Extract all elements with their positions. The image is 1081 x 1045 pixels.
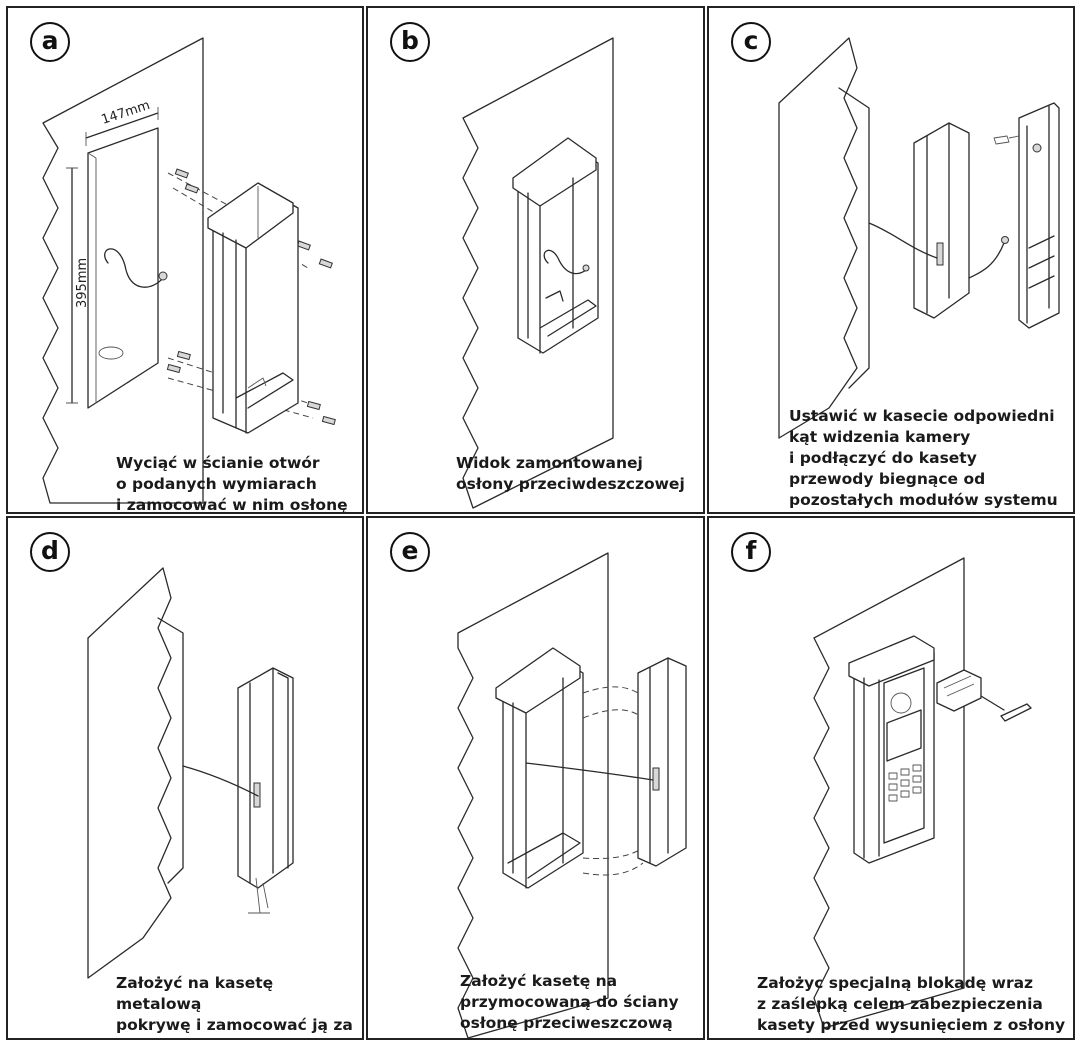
panel-e-badge: e [390,532,430,572]
panel-b-caption: Widok zamontowanej osłony przeciwdeszczo… [456,454,685,493]
panel-a: 147mm 395mm [6,6,364,514]
panel-d-badge: d [30,532,70,572]
panel-d-illustration [87,567,294,979]
panel-f-caption: Założyc specjalną blokadę wraz z zaślepk… [757,974,1066,1034]
panel-a-caption: Wyciąć w ścianie otwór o podanych wymiar… [116,454,348,514]
panel-f: f Założyc specjalną blokadę wraz z zaśle… [707,516,1075,1040]
panel-e-caption: Założyć kasetę na przymocowaną do ściany… [460,972,679,1032]
panel-e-illustration [457,552,687,1038]
width-dimension-label: 147mm [100,98,152,128]
panel-c-illustration [778,37,1060,439]
panel-c-caption: Ustawić w kasecie odpowiedni kąt widzeni… [789,407,1058,509]
panel-b-illustration [462,37,614,509]
panel-d: d Założyć na kasetę metalową pokrywę i z… [6,516,364,1040]
panel-d-caption: Założyć na kasetę metalową pokrywę i zam… [116,974,353,1038]
height-dimension-label: 395mm [75,258,90,308]
panel-a-badge: a [30,22,70,62]
panel-b: b Widok zamontowanej osłony przeciwdeszc… [366,6,705,514]
panel-c-badge: c [731,22,771,62]
panel-e: e Założyć kasetę na przymocowaną do ścia… [366,516,705,1040]
panel-f-badge: f [731,532,771,572]
panel-c: c Ustawić w kasecie odpowiedni kąt widze… [707,6,1075,514]
panel-f-illustration [813,557,1032,1029]
panel-b-badge: b [390,22,430,62]
panel-a-illustration: 147mm 395mm [42,37,336,504]
